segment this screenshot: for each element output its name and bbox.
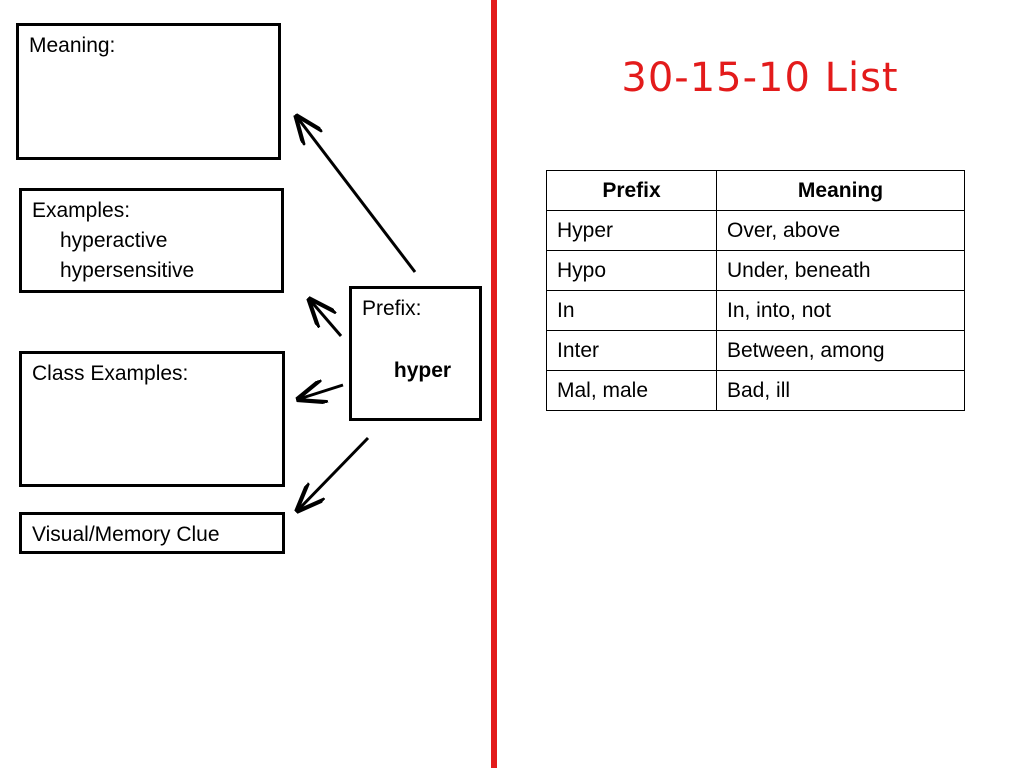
cell-prefix: Hypo — [546, 250, 717, 291]
cell-meaning: In, into, not — [716, 290, 965, 331]
class-examples-label: Class Examples: — [32, 362, 189, 385]
meaning-box: Meaning: — [16, 23, 281, 160]
connector-arrows — [0, 0, 417, 768]
cell-meaning: Bad, ill — [716, 370, 965, 411]
cell-meaning: Over, above — [716, 210, 965, 251]
cell-prefix: Inter — [546, 330, 717, 371]
arrow-to-class-examples — [299, 385, 344, 399]
cell-prefix: In — [546, 290, 717, 331]
prefix-table: Prefix Meaning Hyper Over, above Hypo Un… — [546, 170, 965, 411]
arrow-to-examples — [310, 300, 343, 337]
table-row: Mal, male Bad, ill — [546, 370, 965, 411]
arrow-to-meaning — [297, 117, 417, 273]
prefix-box: Prefix: hyper — [349, 286, 482, 421]
cell-meaning: Under, beneath — [716, 250, 965, 291]
cell-prefix: Mal, male — [546, 370, 717, 411]
examples-box: Examples: hyperactive hypersensitive — [19, 188, 284, 293]
cell-prefix: Hyper — [546, 210, 717, 251]
prefix-label: Prefix: — [362, 297, 422, 320]
table-row: In In, into, not — [546, 290, 965, 331]
examples-label: Examples: — [32, 199, 131, 222]
header-prefix: Prefix — [546, 170, 717, 211]
list-title: 30-15-10 List — [621, 55, 899, 101]
class-examples-box: Class Examples: — [19, 351, 285, 487]
visual-memory-clue-box: Visual/Memory Clue — [19, 512, 285, 554]
cell-meaning: Between, among — [716, 330, 965, 371]
visual-memory-clue-label: Visual/Memory Clue — [32, 523, 220, 546]
prefix-word: hyper — [393, 359, 452, 382]
table-row: Hypo Under, beneath — [546, 250, 965, 291]
arrow-to-visual-clue — [298, 436, 370, 510]
red-divider-line — [491, 0, 497, 768]
meaning-label: Meaning: — [29, 34, 116, 57]
table-header-row: Prefix Meaning — [546, 170, 965, 211]
example-item: hypersensitive — [60, 259, 195, 282]
example-item: hyperactive — [60, 229, 168, 252]
table-row: Hyper Over, above — [546, 210, 965, 251]
header-meaning: Meaning — [716, 170, 965, 211]
table-row: Inter Between, among — [546, 330, 965, 371]
